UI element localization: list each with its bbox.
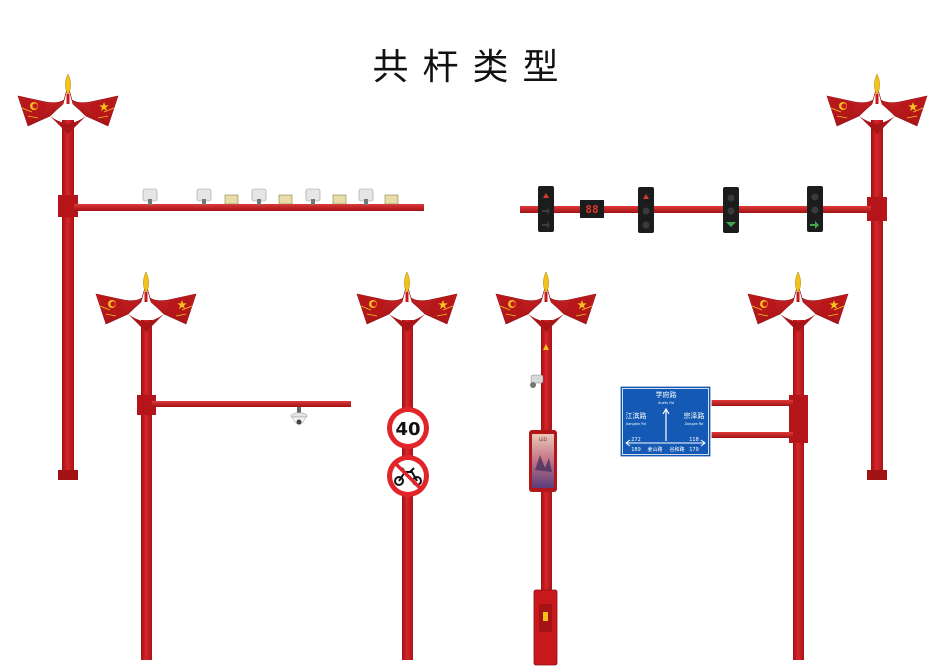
traffic-light	[807, 186, 823, 232]
pole-camera	[530, 374, 544, 388]
traffic-light	[538, 186, 554, 232]
traffic-light	[723, 187, 739, 233]
bullet-camera	[142, 188, 158, 205]
svg-text:姜山路: 姜山路	[647, 446, 662, 453]
svg-text:Jiangbin Rd: Jiangbin Rd	[625, 422, 646, 426]
dome-camera-pole	[95, 271, 351, 660]
svg-text:118: 118	[689, 437, 699, 443]
charging-cabinet	[533, 589, 558, 666]
svg-text:88: 88	[585, 203, 598, 216]
fill-light	[224, 194, 239, 205]
camera-array-pole	[17, 73, 424, 480]
bullet-camera	[251, 188, 267, 205]
svg-text:272: 272	[631, 437, 641, 443]
traffic-signal-pole: 88	[520, 73, 928, 480]
bullet-camera	[196, 188, 212, 205]
road-guide-sign: 学府路 Xuefu Rd 江滨路 Jiangbin Rd 宗泽路 Zongze …	[619, 385, 712, 458]
svg-text:Xuefu Rd: Xuefu Rd	[658, 401, 674, 405]
svg-text:179: 179	[689, 447, 699, 453]
guide-sign-pole: 学府路 Xuefu Rd 江滨路 Jiangbin Rd 宗泽路 Zongze …	[619, 271, 849, 660]
smart-screen-pole: LED	[495, 271, 597, 666]
bullet-camera	[358, 188, 374, 205]
svg-text:Zongze Rd: Zongze Rd	[685, 422, 704, 426]
svg-text:LED: LED	[539, 437, 547, 442]
svg-text:189: 189	[631, 447, 641, 453]
speed-limit-sign: 40	[387, 407, 429, 449]
page-title: 共杆类型	[372, 47, 573, 88]
fill-light	[384, 194, 399, 205]
advertising-screen: LED	[529, 430, 557, 492]
svg-text:40: 40	[395, 419, 420, 440]
bullet-camera	[305, 188, 321, 205]
svg-text:宗泽路: 宗泽路	[684, 411, 705, 420]
dome-camera	[290, 407, 308, 425]
no-motorcycle-sign	[387, 455, 429, 497]
fill-light	[332, 194, 347, 205]
svg-text:学府路: 学府路	[656, 390, 677, 399]
traffic-sign-pole: 40	[356, 271, 458, 660]
traffic-light	[638, 187, 654, 233]
fill-light	[278, 194, 293, 205]
svg-text:谷和路: 谷和路	[669, 446, 684, 453]
countdown-display: 88	[580, 200, 604, 218]
svg-text:江滨路: 江滨路	[626, 411, 647, 420]
